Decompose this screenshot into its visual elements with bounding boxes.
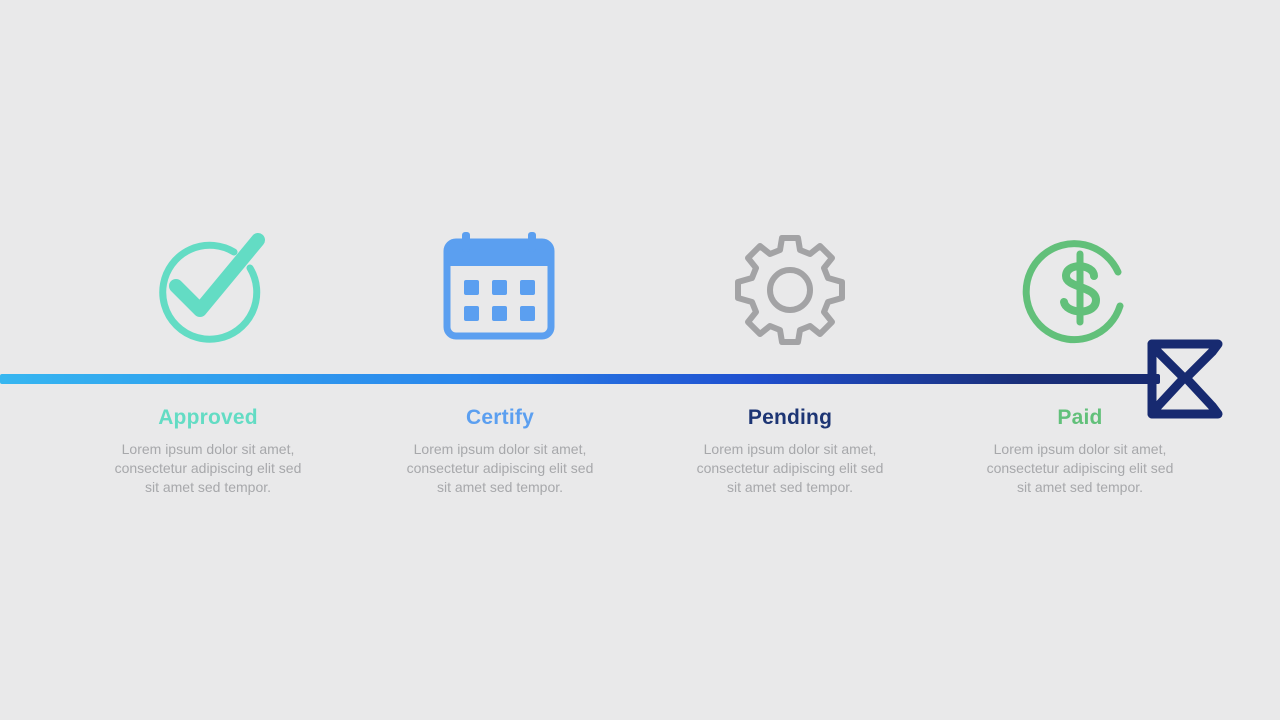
check-circle-icon bbox=[150, 230, 266, 346]
step-title: Certify bbox=[466, 406, 534, 429]
step-title: Pending bbox=[747, 406, 833, 429]
step-title: Approved bbox=[158, 406, 258, 429]
step-pending: Pending Lorem ipsum dolor sit amet, cons… bbox=[660, 0, 920, 720]
step-description: Lorem ipsum dolor sit amet, consectetur … bbox=[406, 441, 594, 495]
step-description: Lorem ipsum dolor sit amet, consectetur … bbox=[114, 441, 302, 495]
calendar-icon bbox=[442, 230, 558, 346]
step-title: Paid bbox=[1057, 406, 1103, 429]
step-certify: Certify Lorem ipsum dolor sit amet, cons… bbox=[370, 0, 630, 720]
step-description: Lorem ipsum dolor sit amet, consectetur … bbox=[986, 441, 1174, 495]
timeline-bar bbox=[0, 374, 1160, 384]
step-approved: Approved Lorem ipsum dolor sit amet, con… bbox=[78, 0, 338, 720]
dollar-circle-icon bbox=[1022, 230, 1138, 346]
hourglass-flag-icon bbox=[1146, 338, 1224, 420]
step-paid: Paid Lorem ipsum dolor sit amet, consect… bbox=[950, 0, 1210, 720]
gear-icon bbox=[732, 230, 848, 346]
step-description: Lorem ipsum dolor sit amet, consectetur … bbox=[696, 441, 884, 495]
